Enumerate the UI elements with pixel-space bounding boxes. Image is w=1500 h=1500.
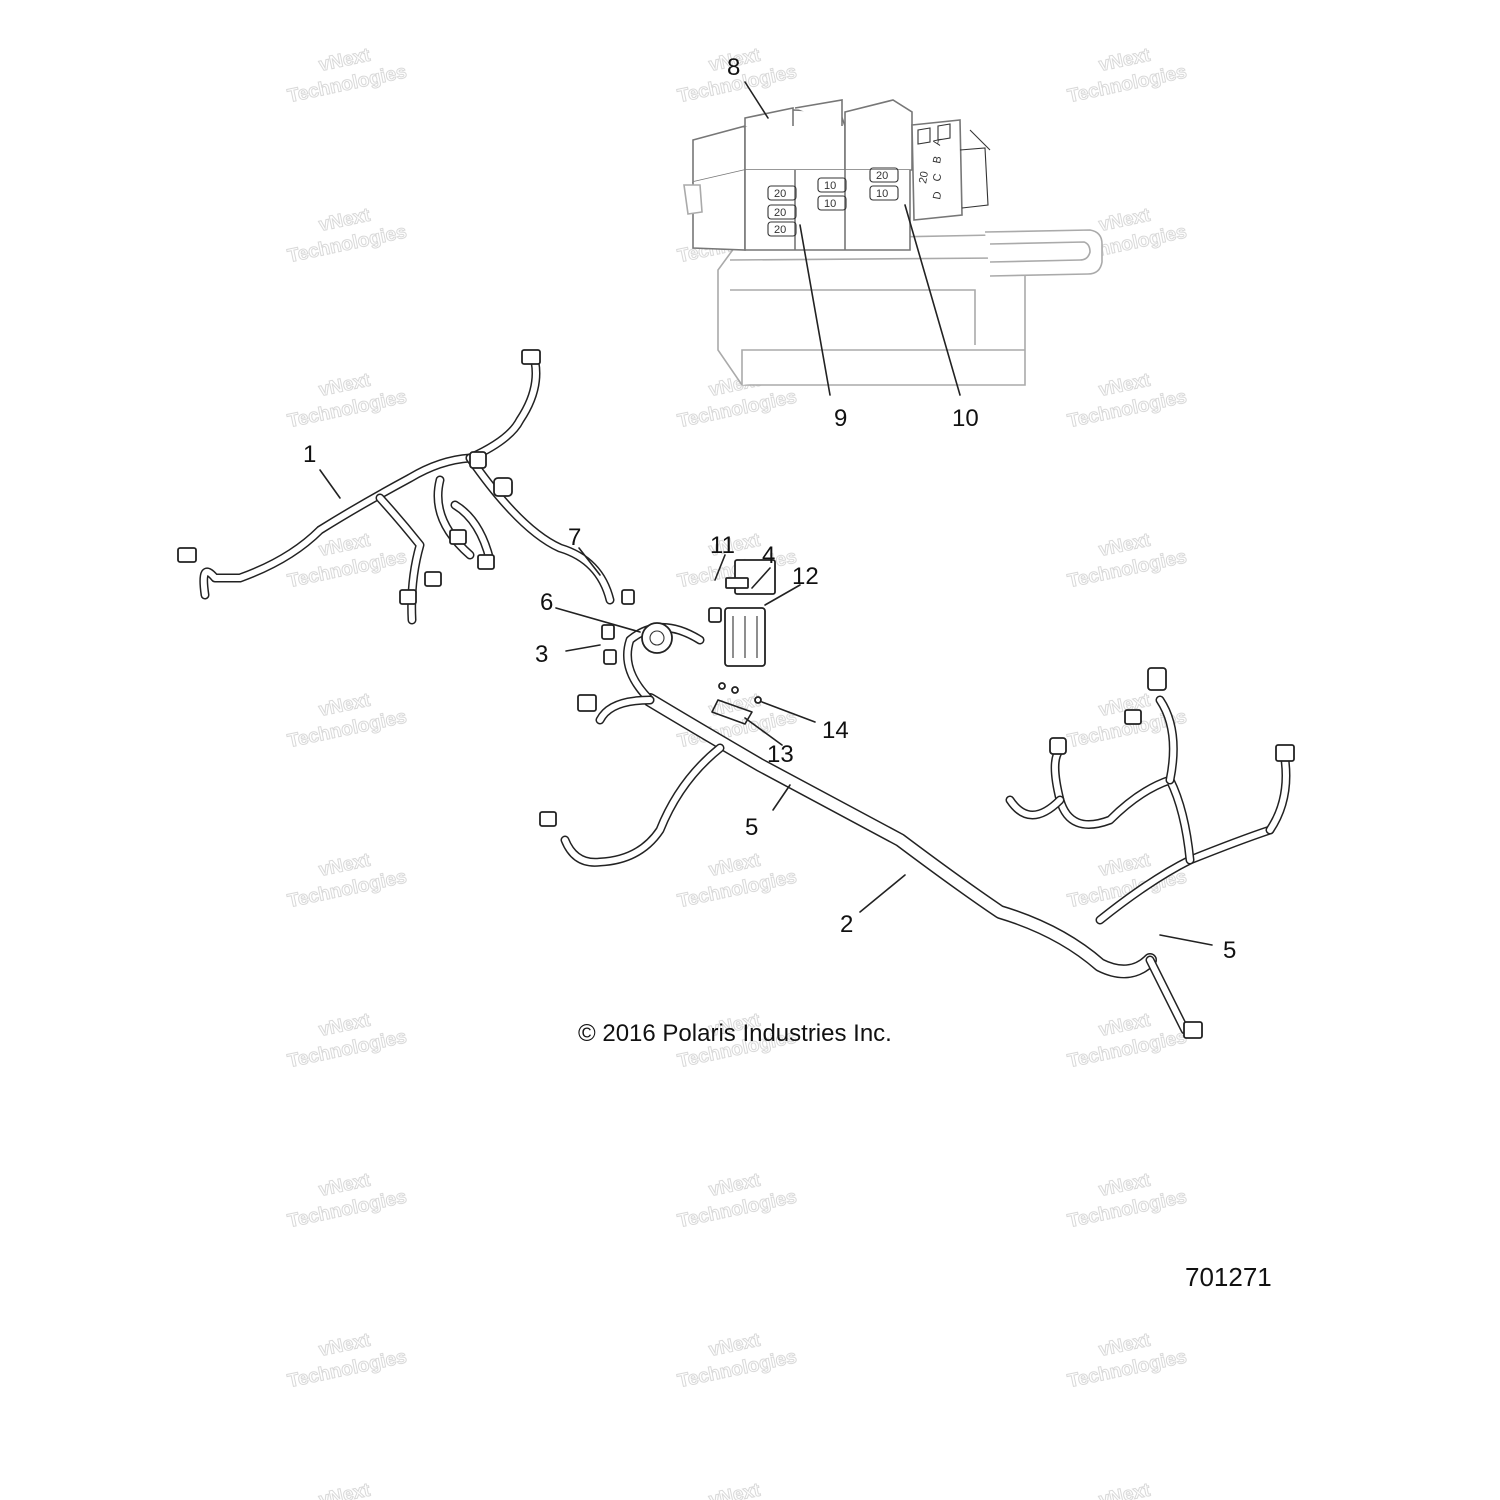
callout-5: 5 xyxy=(1223,937,1236,964)
leader-lines xyxy=(319,81,1213,946)
fuse-slot-letter: D xyxy=(931,191,944,201)
fuse-rating: 20 xyxy=(774,224,786,236)
fuse-slot-letter: C xyxy=(931,173,944,183)
fuse-rating: 20 xyxy=(876,170,888,182)
callout-8: 8 xyxy=(727,54,740,81)
watermark-line: vNext xyxy=(317,1480,373,1500)
fuse-slot-rating: 20 xyxy=(917,170,931,184)
callout-12: 12 xyxy=(792,563,819,590)
callout-5: 5 xyxy=(745,814,758,841)
callout-4: 4 xyxy=(762,542,775,569)
fuse-rating: 20 xyxy=(774,207,786,219)
callout-9: 9 xyxy=(834,405,847,432)
harness-front xyxy=(177,349,615,625)
callout-2: 2 xyxy=(840,911,853,938)
fuse-rating: 10 xyxy=(824,180,836,192)
electrical-components xyxy=(601,559,776,725)
fuse-box-assembly: 20 20 20 10 10 20 10 A B C D 20 xyxy=(683,99,1103,386)
copyright-notice: © 2016 Polaris Industries Inc. xyxy=(578,1020,892,1047)
watermark-line: vNext xyxy=(707,1480,763,1500)
document-number: 701271 xyxy=(1185,1262,1272,1292)
callout-7: 7 xyxy=(568,524,581,551)
callout-11: 11 xyxy=(710,532,735,559)
callout-13: 13 xyxy=(767,741,794,768)
watermark-line: vNext xyxy=(1097,1480,1153,1500)
callout-1: 1 xyxy=(303,441,316,468)
callout-labels: 1 2 3 4 5 5 6 7 8 9 10 11 12 13 14 xyxy=(303,54,1236,964)
harness-main xyxy=(539,623,1295,1039)
callout-3: 3 xyxy=(535,641,548,668)
fuse-rating: 20 xyxy=(774,188,786,200)
fuse-slot-letter: B xyxy=(931,155,944,164)
fuse-rating: 10 xyxy=(824,198,836,210)
callout-10: 10 xyxy=(952,405,979,432)
fuse-group: 20 20 20 10 10 20 10 xyxy=(767,167,899,237)
callout-14: 14 xyxy=(822,717,849,744)
fuse-rating: 10 xyxy=(876,188,888,200)
fuse-slot-letter: A xyxy=(931,137,944,147)
callout-6: 6 xyxy=(540,589,553,616)
